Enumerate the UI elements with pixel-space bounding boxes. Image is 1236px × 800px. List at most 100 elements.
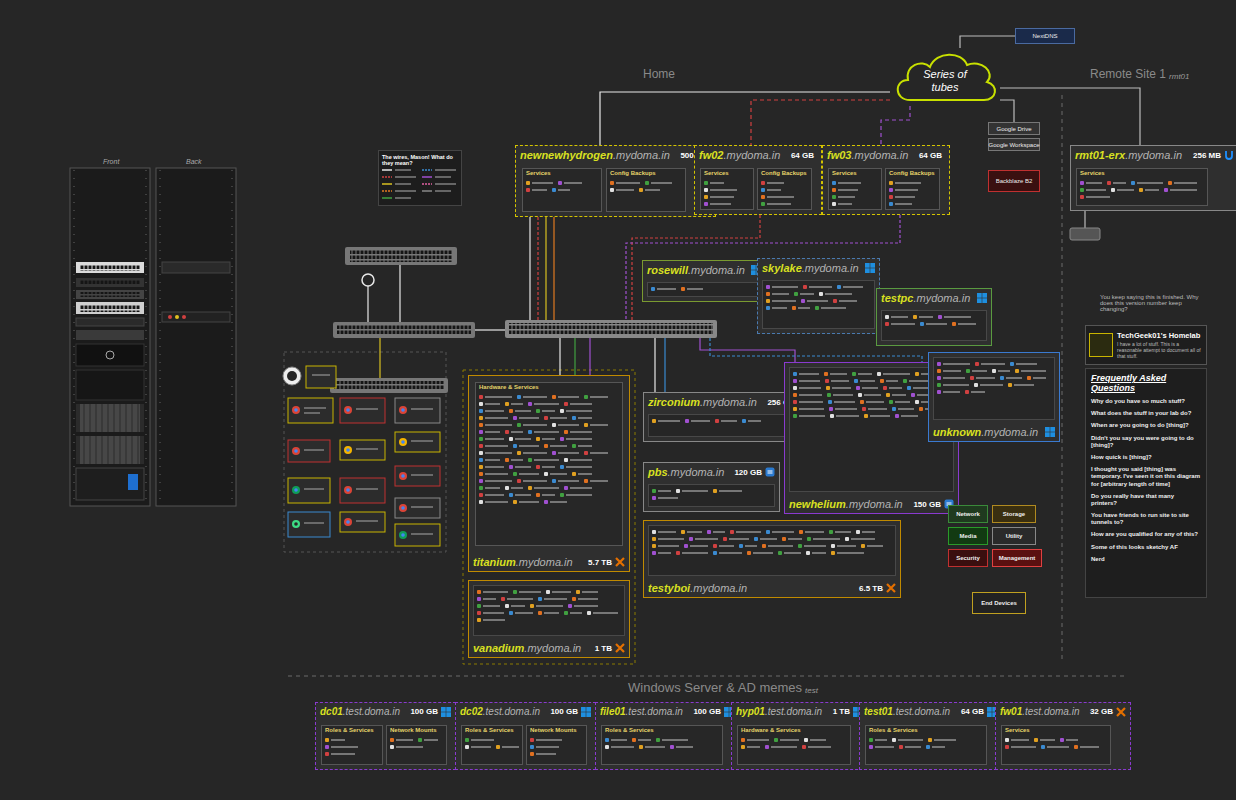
text-placeholder-bar bbox=[515, 494, 531, 496]
server-rack bbox=[80, 304, 140, 312]
text-placeholder-bar bbox=[593, 612, 618, 614]
service-icon bbox=[1015, 369, 1019, 373]
service-icon bbox=[899, 745, 903, 749]
plain-box: Backblaze B2 bbox=[988, 170, 1040, 192]
service-row bbox=[895, 413, 918, 418]
text-placeholder-bar bbox=[895, 203, 912, 205]
service-icon bbox=[730, 530, 734, 534]
browser-icon bbox=[346, 448, 350, 452]
category-label: Network bbox=[956, 511, 980, 517]
service-row bbox=[883, 385, 902, 390]
cloud-box: Series of tubes bbox=[890, 48, 1000, 106]
service-row bbox=[676, 550, 708, 555]
network-switch bbox=[505, 320, 717, 338]
os-logo-pane bbox=[581, 712, 586, 717]
host-box: fw01.test.doma.in32 GBServices bbox=[995, 702, 1131, 770]
server-rack bbox=[106, 351, 114, 359]
service-icon bbox=[1164, 188, 1168, 192]
text-placeholder-bar bbox=[753, 552, 773, 554]
service-icon bbox=[526, 188, 530, 192]
host-name-group: testyboi.mydoma.in bbox=[648, 582, 747, 594]
text-placeholder-bar bbox=[690, 545, 708, 547]
hostname: testpc bbox=[881, 292, 913, 304]
text-placeholder-bar bbox=[838, 182, 861, 184]
service-icon bbox=[761, 188, 765, 192]
service-icon bbox=[528, 402, 532, 406]
service-row bbox=[1139, 187, 1159, 192]
service-icon bbox=[681, 287, 685, 291]
service-icon bbox=[704, 195, 708, 199]
service-icon bbox=[552, 451, 556, 455]
service-row bbox=[715, 418, 737, 423]
server-rack bbox=[76, 318, 144, 326]
host-meta: 64 GB bbox=[957, 707, 997, 717]
text-placeholder-bar bbox=[821, 307, 846, 309]
service-icon bbox=[479, 451, 483, 455]
os-logo-mark bbox=[616, 644, 624, 652]
service-icon bbox=[869, 738, 873, 742]
section-label: Roles & Services bbox=[869, 727, 918, 733]
service-row bbox=[477, 603, 500, 608]
text-placeholder-bar bbox=[519, 417, 539, 419]
text-placeholder-bar bbox=[804, 545, 826, 547]
service-row bbox=[801, 298, 828, 303]
service-icon bbox=[974, 383, 978, 387]
text-placeholder-bar bbox=[483, 619, 505, 621]
text-placeholder-bar bbox=[831, 380, 849, 382]
network-wire bbox=[654, 338, 655, 392]
text-placeholder-bar bbox=[1016, 363, 1037, 365]
service-row bbox=[572, 596, 598, 601]
service-list bbox=[1005, 737, 1107, 761]
service-list bbox=[526, 180, 598, 208]
browser-icon bbox=[294, 522, 298, 526]
host-name-group: hyp01.test.doma.in bbox=[736, 706, 822, 717]
text-placeholder-bar bbox=[676, 746, 693, 748]
service-icon bbox=[830, 414, 834, 418]
text-placeholder-bar bbox=[838, 203, 852, 205]
host-box: vanadium.mydoma.in1 TB bbox=[468, 580, 630, 658]
service-icon bbox=[479, 430, 483, 434]
os-logo-pane bbox=[446, 707, 451, 712]
brand-box: TechGeek01's HomelabI have a lot of stuf… bbox=[1085, 325, 1207, 365]
service-row bbox=[920, 321, 947, 326]
service-icon bbox=[684, 544, 688, 548]
service-row bbox=[778, 550, 801, 555]
category-label: Utility bbox=[1006, 533, 1023, 539]
legend-sample-line bbox=[382, 169, 392, 171]
text-placeholder-bar bbox=[507, 598, 533, 600]
text-placeholder-bar bbox=[905, 746, 921, 748]
service-row bbox=[793, 413, 825, 418]
server-rack bbox=[80, 280, 140, 285]
service-row bbox=[564, 401, 592, 406]
service-row bbox=[869, 744, 894, 749]
text-placeholder-bar bbox=[784, 552, 801, 554]
category-label: End Devices bbox=[981, 600, 1017, 606]
service-row bbox=[652, 536, 684, 541]
domain-name: .mydoma.in bbox=[613, 149, 670, 161]
text-placeholder-bar bbox=[771, 746, 797, 748]
text-placeholder-bar bbox=[772, 531, 794, 533]
service-icon bbox=[1139, 188, 1143, 192]
service-icon bbox=[564, 458, 568, 462]
text-placeholder-bar bbox=[919, 316, 933, 318]
service-row bbox=[656, 737, 688, 742]
text-placeholder-bar bbox=[574, 605, 598, 607]
service-row bbox=[325, 737, 345, 742]
text-placeholder-bar bbox=[435, 190, 451, 192]
text-placeholder-bar bbox=[658, 545, 679, 547]
storage-capacity: 64 GB bbox=[919, 151, 942, 160]
service-icon bbox=[536, 437, 540, 441]
server-rack bbox=[76, 404, 144, 432]
text-placeholder-bar bbox=[767, 203, 791, 205]
domain-name: .mydoma.in bbox=[524, 642, 581, 654]
text-placeholder-bar bbox=[582, 591, 598, 593]
service-row bbox=[526, 180, 553, 185]
service-icon bbox=[325, 752, 329, 756]
service-icon bbox=[766, 299, 770, 303]
service-icon bbox=[546, 590, 550, 594]
os-logo-pane bbox=[1045, 432, 1050, 437]
host-header: test01.test.doma.in64 GB bbox=[864, 706, 997, 717]
service-icon bbox=[886, 393, 890, 397]
service-row bbox=[564, 429, 592, 434]
text-placeholder-bar bbox=[395, 190, 416, 192]
